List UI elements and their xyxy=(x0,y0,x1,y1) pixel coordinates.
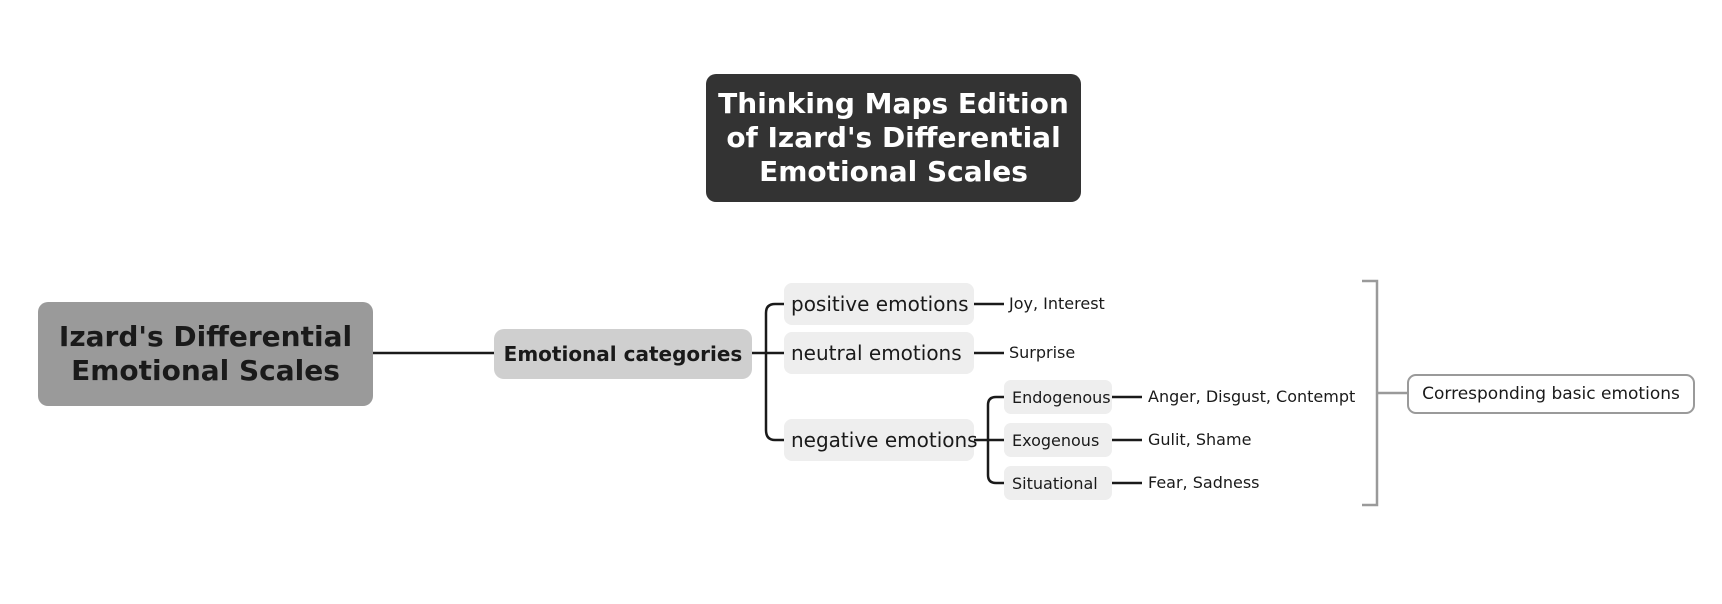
emotional-categories-node[interactable]: Emotional categories xyxy=(494,329,752,379)
endogenous-node[interactable]: Endogenous xyxy=(1004,380,1112,414)
root-topic-node[interactable]: Izard's Differential Emotional Scales xyxy=(38,302,373,406)
map-title[interactable]: Thinking Maps Edition of Izard's Differe… xyxy=(706,74,1081,202)
positive-emotions-node[interactable]: positive emotions xyxy=(784,283,974,325)
summary-node[interactable]: Corresponding basic emotions xyxy=(1407,374,1695,414)
exogenous-node[interactable]: Exogenous xyxy=(1004,423,1112,457)
positive-examples-label[interactable]: Joy, Interest xyxy=(1009,294,1105,313)
negative-emotions-node[interactable]: negative emotions xyxy=(784,419,978,461)
neutral-emotions-node[interactable]: neutral emotions xyxy=(784,332,974,374)
category-branch-line xyxy=(764,302,784,442)
summary-bracket xyxy=(1362,279,1379,507)
situational-node[interactable]: Situational xyxy=(1004,466,1112,500)
exogenous-examples-label[interactable]: Gulit, Shame xyxy=(1148,430,1252,449)
situational-examples-label[interactable]: Fear, Sadness xyxy=(1148,473,1260,492)
endogenous-examples-label[interactable]: Anger, Disgust, Contempt xyxy=(1148,387,1356,406)
neutral-examples-label[interactable]: Surprise xyxy=(1009,343,1076,362)
